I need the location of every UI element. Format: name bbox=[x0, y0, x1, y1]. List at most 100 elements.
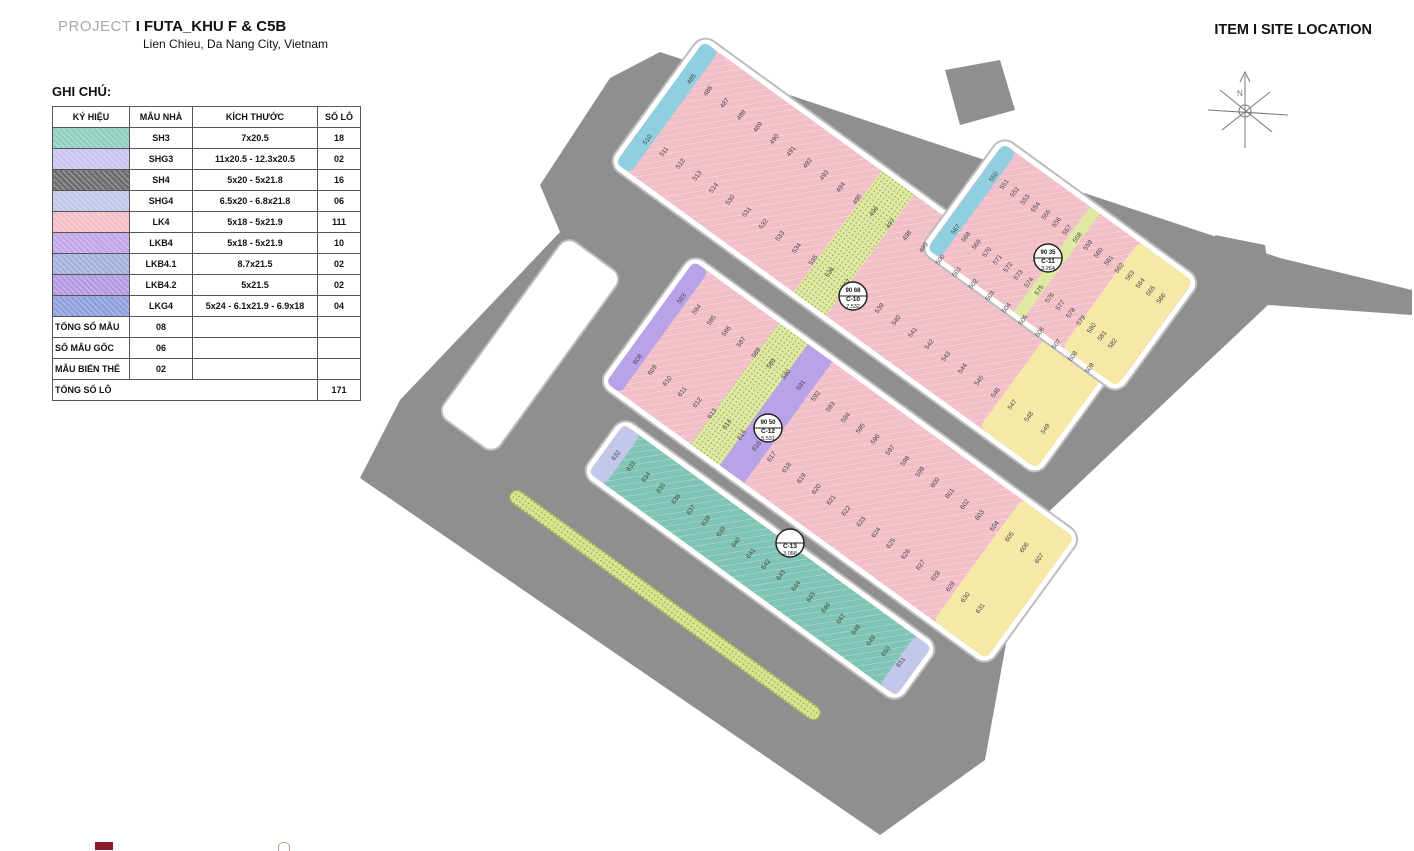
legend-empty-cell bbox=[317, 358, 361, 380]
item-title: ITEM I SITE LOCATION bbox=[1214, 22, 1372, 38]
legend-count: 18 bbox=[317, 127, 361, 149]
open-lot bbox=[440, 239, 620, 451]
legend-type: SHG4 bbox=[129, 190, 193, 212]
company-logo-icon bbox=[95, 842, 113, 850]
park-dots bbox=[793, 170, 915, 316]
legend-header-row: KÝ HIỆU MẪU NHÀ KÍCH THƯỚC SỐ LÔ bbox=[52, 106, 361, 128]
open-lot-fill bbox=[440, 239, 620, 451]
badge-top: 90 50 bbox=[760, 420, 776, 426]
legend-swatch bbox=[52, 169, 130, 191]
project-header: PROJECT I FUTA_KHU F & C5B Lien Chieu, D… bbox=[58, 18, 328, 51]
badge-area: 7.532 bbox=[846, 304, 860, 310]
legend-type: SHG3 bbox=[129, 148, 193, 170]
project-title: PROJECT I FUTA_KHU F & C5B bbox=[58, 18, 328, 35]
shg-corner bbox=[590, 426, 639, 483]
badge-area: 3.264 bbox=[1041, 266, 1055, 272]
legend-count: 16 bbox=[317, 169, 361, 191]
legend-swatch bbox=[52, 253, 130, 275]
project-label: PROJECT bbox=[58, 18, 132, 35]
legend-count: 04 bbox=[317, 295, 361, 317]
legend-size: 8.7x21.5 bbox=[192, 253, 318, 275]
badge-top: 90 68 bbox=[845, 288, 861, 294]
legend-summary-value: 08 bbox=[129, 316, 193, 338]
legend-type: LKG4 bbox=[129, 295, 193, 317]
legend-swatch bbox=[52, 295, 130, 317]
block-c13 bbox=[584, 420, 936, 700]
road-stub bbox=[1215, 235, 1270, 290]
legend-size: 5x18 - 5x21.9 bbox=[192, 232, 318, 254]
legend-title: GHI CHÚ: bbox=[52, 84, 112, 99]
legend-swatch bbox=[52, 211, 130, 233]
legend-swatch bbox=[52, 190, 130, 212]
legend-count: 02 bbox=[317, 148, 361, 170]
legend-size: 7x20.5 bbox=[192, 127, 318, 149]
park-dots bbox=[690, 322, 809, 466]
legend-empty-cell bbox=[317, 337, 361, 359]
legend-type: SH3 bbox=[129, 127, 193, 149]
legend-count: 02 bbox=[317, 274, 361, 296]
badge-area: 5.531 bbox=[761, 436, 775, 442]
legend-col-type: MẪU NHÀ bbox=[129, 106, 193, 128]
legend-type: LKB4.1 bbox=[129, 253, 193, 275]
badge-id: C-11 bbox=[1041, 258, 1055, 265]
legend-size: 5x18 - 5x21.9 bbox=[192, 211, 318, 233]
project-name: I FUTA_KHU F & C5B bbox=[135, 18, 287, 35]
legend-summary-value: 02 bbox=[129, 358, 193, 380]
legend-size: 5x21.5 bbox=[192, 274, 318, 296]
corner-lot bbox=[608, 263, 707, 391]
corner-lot bbox=[929, 146, 1015, 256]
legend-count: 111 bbox=[317, 211, 361, 233]
legend-total-label: TỔNG SỐ LÔ bbox=[52, 379, 318, 401]
block-hatch bbox=[609, 265, 1071, 655]
legend-swatch bbox=[52, 148, 130, 170]
block-badge: 90 68 C-107.532 bbox=[838, 281, 868, 311]
block-badge: 90 35 C-113.264 bbox=[1033, 243, 1063, 273]
sh4-zone bbox=[935, 501, 1072, 657]
legend-swatch bbox=[52, 274, 130, 296]
legend-col-size: KÍCH THƯỚC bbox=[192, 106, 318, 128]
badge-area: 3.056 bbox=[783, 551, 797, 557]
legend-empty-cell bbox=[192, 358, 318, 380]
lot-label: 511 bbox=[658, 145, 670, 158]
legend-summary-label: TỔNG SỐ MẪU bbox=[52, 316, 130, 338]
lkb4-zone bbox=[719, 344, 833, 484]
legend-total-value: 171 bbox=[317, 379, 361, 401]
corner-lot bbox=[617, 43, 716, 172]
legend-summary-label: MẪU BIẾN THỂ bbox=[52, 358, 130, 380]
legend-count: 10 bbox=[317, 232, 361, 254]
legend-swatch bbox=[52, 127, 130, 149]
linear-park bbox=[509, 489, 821, 721]
badge-top: 90 35 bbox=[1040, 250, 1056, 256]
legend-type: LKB4.2 bbox=[129, 274, 193, 296]
legend-type: SH4 bbox=[129, 169, 193, 191]
legend-size: 5x20 - 5x21.8 bbox=[192, 169, 318, 191]
legend-count: 02 bbox=[317, 253, 361, 275]
badge-id: C-10 bbox=[846, 296, 860, 303]
legend-col-symbol: KÝ HIỆU bbox=[52, 106, 130, 128]
legend-summary-label: SỐ MẪU GỐC bbox=[52, 337, 130, 359]
legend-size: 11x20.5 - 12.3x20.5 bbox=[192, 148, 318, 170]
shg-corner bbox=[881, 637, 930, 694]
block-hatch bbox=[592, 428, 928, 692]
block-badge: C-133.056 bbox=[775, 528, 805, 558]
road-stub bbox=[945, 60, 1015, 125]
badge-id: C-13 bbox=[783, 543, 797, 550]
compass-icon: N bbox=[1207, 70, 1289, 148]
brand-mark-icon bbox=[278, 842, 290, 851]
